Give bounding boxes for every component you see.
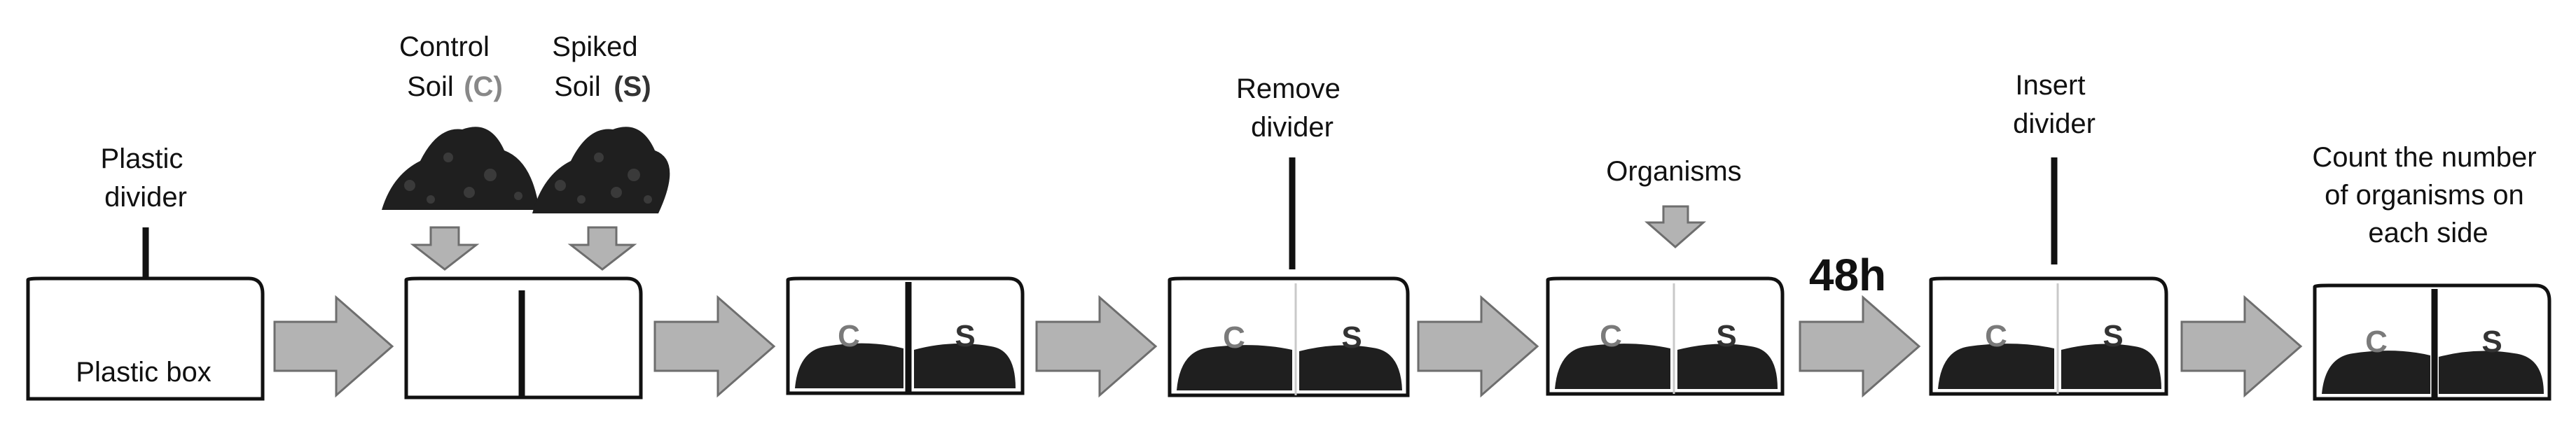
step-4-remove-divider: Remove divider C S bbox=[1168, 73, 1410, 397]
spiked-soil-fill bbox=[2439, 351, 2544, 394]
step-6-insert-divider: Insert divider C S bbox=[1929, 70, 2168, 396]
spiked-letter: S bbox=[955, 319, 975, 353]
count-label-line-3: each side bbox=[2368, 218, 2488, 248]
plastic-divider-label-line-1: Plastic bbox=[101, 143, 183, 174]
organisms-down-arrow bbox=[1644, 205, 1706, 248]
control-soil-fill bbox=[1938, 344, 2054, 389]
spiked-soil-fill bbox=[914, 344, 1016, 388]
count-label-line-2: of organisms on bbox=[2325, 180, 2524, 211]
control-soil-fill bbox=[1555, 344, 1670, 389]
spiked-soil-down-arrow bbox=[567, 226, 637, 271]
spiked-soil-label-line-1: Spiked bbox=[552, 31, 637, 62]
remove-divider-label: Remove divider bbox=[1236, 73, 1348, 143]
control-letter: C bbox=[1223, 320, 1245, 355]
control-soil-fill bbox=[2322, 351, 2430, 394]
spiked-letter: S bbox=[1716, 319, 1736, 353]
process-arrow-4 bbox=[1417, 295, 1539, 398]
control-soil-fill bbox=[795, 343, 903, 388]
spiked-letter: S bbox=[2481, 325, 2502, 359]
remove-divider-label-line-2: divider bbox=[1251, 112, 1334, 143]
control-soil-label-line-2: Soil bbox=[407, 71, 454, 102]
process-arrow-1 bbox=[273, 295, 394, 398]
control-soil-heap bbox=[382, 127, 539, 210]
spiked-letter: S bbox=[1341, 320, 1362, 355]
insert-divider-label-line-2: divider bbox=[2013, 108, 2096, 139]
process-arrow-3 bbox=[1035, 295, 1158, 398]
process-arrow-2 bbox=[653, 295, 776, 398]
control-soil-label: Control Soil (C) bbox=[399, 31, 503, 102]
control-letter: C bbox=[1985, 319, 2007, 353]
process-arrow-6 bbox=[2180, 295, 2303, 398]
step-7-count-organisms: Count the number of organisms on each si… bbox=[2312, 142, 2551, 401]
plastic-box-label: Plastic box bbox=[76, 357, 211, 388]
process-arrow-5 bbox=[1799, 295, 1921, 398]
control-letter: C bbox=[1600, 319, 1622, 353]
step-3-filled-box: C S bbox=[786, 276, 1025, 395]
spiked-soil-label: Spiked Soil (S) bbox=[552, 31, 651, 102]
control-soil-label-line-1: Control bbox=[399, 31, 490, 62]
spiked-soil-heap bbox=[532, 127, 670, 213]
count-label: Count the number of organisms on each si… bbox=[2312, 142, 2544, 248]
control-soil-down-arrow bbox=[410, 226, 480, 271]
spiked-soil-label-line-2: Soil bbox=[554, 71, 601, 102]
insert-divider-label: Insert divider bbox=[2013, 70, 2096, 139]
spiked-soil-fill bbox=[2061, 344, 2161, 389]
count-label-line-1: Count the number bbox=[2312, 142, 2536, 173]
remove-divider-label-line-1: Remove bbox=[1236, 73, 1341, 104]
control-letter: C bbox=[838, 319, 860, 353]
step-5-add-organisms: Organisms C S bbox=[1546, 156, 1785, 396]
control-soil-fill bbox=[1177, 345, 1292, 390]
spiked-letter: S bbox=[2103, 319, 2123, 353]
spiked-soil-fill bbox=[1299, 345, 1402, 390]
insert-divider-label-line-1: Insert bbox=[2015, 70, 2085, 101]
step-1-plastic-box: Plastic divider Plastic box bbox=[26, 143, 265, 401]
control-letter: C bbox=[2365, 325, 2388, 359]
plastic-divider-label-line-2: divider bbox=[104, 182, 187, 213]
spiked-soil-fill bbox=[1677, 344, 1778, 389]
plastic-box bbox=[26, 276, 265, 401]
spiked-soil-label-code: (S) bbox=[614, 71, 651, 102]
control-soil-label-code: (C) bbox=[464, 71, 503, 102]
plastic-divider-label: Plastic divider bbox=[101, 143, 191, 213]
organisms-label: Organisms bbox=[1606, 156, 1741, 187]
step-2-add-soils: Control Soil (C) Spiked Soil (S) bbox=[382, 31, 670, 400]
duration-label: 48h bbox=[1809, 250, 1886, 300]
